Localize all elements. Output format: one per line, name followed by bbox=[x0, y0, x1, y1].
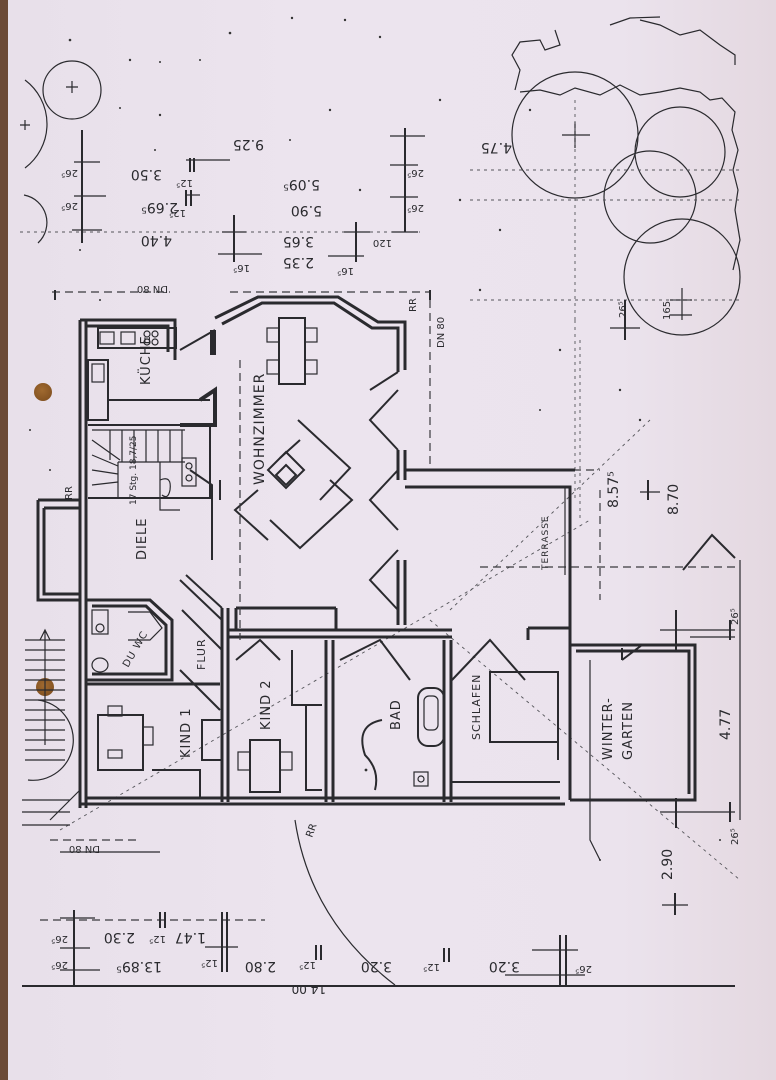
dim-12-5-b: 12⁵ bbox=[169, 207, 186, 218]
annotations: 17 Stg. 18,7/25 DN 80 DN 80 DN 80 RR RR … bbox=[64, 283, 447, 854]
bath-fixtures bbox=[339, 638, 445, 791]
stair-note: 17 Stg. 18,7/25 bbox=[129, 435, 139, 505]
dim-2-80: 2.80 bbox=[245, 958, 276, 974]
staircase bbox=[88, 424, 211, 511]
living-furniture bbox=[189, 317, 354, 640]
dim-5-095: 5.09⁵ bbox=[283, 176, 320, 192]
dim-2-30: 2.30 bbox=[104, 929, 135, 945]
dim-1-47: 1.47 bbox=[175, 929, 206, 945]
construction-lines bbox=[20, 100, 741, 881]
dn80-right: DN 80 bbox=[436, 317, 447, 348]
dim-120: 120 bbox=[373, 237, 392, 248]
dim-26-5-j: 26⁵ bbox=[575, 963, 592, 974]
room-labels: KÜCHE WOHNZIMMER DIELE DU WC FLUR KIND 1… bbox=[121, 335, 636, 760]
dim-26-5-g: 26⁵ bbox=[730, 828, 741, 845]
paper-sheet bbox=[8, 0, 776, 1080]
rr-left: RR bbox=[64, 486, 75, 500]
label-bad: BAD bbox=[389, 699, 404, 730]
walls bbox=[36, 295, 697, 808]
rr-top: RR bbox=[408, 298, 419, 312]
label-terrasse: TERRASSE bbox=[541, 515, 551, 571]
dim-16-5-a: 16⁵ bbox=[233, 262, 250, 273]
dim-2-695: 2.69⁵ bbox=[141, 199, 178, 215]
dim-12-5-f: 12⁵ bbox=[423, 961, 440, 972]
dim-5-90: 5.90 bbox=[291, 202, 322, 218]
dim-14-00: 14.00 bbox=[292, 982, 326, 996]
kids-furniture bbox=[97, 638, 322, 798]
label-wc: DU WC bbox=[121, 629, 151, 669]
dim-165: 165 bbox=[662, 301, 673, 320]
dim-12-5-c: 12⁵ bbox=[149, 933, 166, 944]
dim-2-90: 2.90 bbox=[660, 849, 676, 880]
dimension-lines-top bbox=[72, 128, 640, 340]
dim-26-5-b: 26⁵ bbox=[61, 200, 78, 211]
dim-3-20-a: 3.20 bbox=[361, 958, 392, 974]
label-diele: DIELE bbox=[135, 517, 150, 560]
dn80-top: DN 80 bbox=[137, 283, 168, 294]
dim-16-5-b: 16⁵ bbox=[337, 265, 354, 276]
label-wintergarten-2: GARTEN bbox=[621, 701, 636, 760]
label-kueche: KÜCHE bbox=[137, 335, 154, 385]
dim-2-35: 2.35 bbox=[283, 254, 314, 270]
binder-hole-top bbox=[34, 383, 52, 401]
dim-12-5-a: 12⁵ bbox=[176, 177, 193, 188]
label-schlafen: SCHLAFEN bbox=[470, 674, 483, 740]
label-wohnzimmer: WOHNZIMMER bbox=[252, 373, 268, 485]
dim-3-20-b: 3.20 bbox=[489, 958, 520, 974]
label-kind2: KIND 2 bbox=[259, 680, 274, 731]
scan-specks bbox=[29, 16, 721, 861]
dimension-lines-bottom bbox=[22, 910, 735, 987]
dim-4-77: 4.77 bbox=[718, 709, 734, 740]
dimension-texts-bottom: 14.00 13.89⁵ 2.80 3.20 3.20 1.47 2.30 26… bbox=[51, 929, 592, 996]
dim-26-5-i: 26⁵ bbox=[51, 959, 68, 970]
door-swing-arc bbox=[294, 819, 396, 986]
dimension-texts-right: 8.57⁵ 8.70 4.77 2.90 26⁵ 165 26⁵ 26⁵ bbox=[606, 301, 741, 880]
kitchen-fixtures bbox=[87, 327, 217, 427]
label-kind1: KIND 1 bbox=[179, 708, 194, 759]
dim-26-5-d: 26⁵ bbox=[407, 202, 424, 213]
wc-fixtures bbox=[91, 609, 163, 673]
dim-8-575: 8.57⁵ bbox=[606, 471, 622, 508]
dim-12-5-e: 12⁵ bbox=[299, 959, 316, 970]
entry-steps bbox=[22, 628, 81, 826]
dn80-bottom: DN 80 bbox=[69, 843, 100, 854]
dim-3-50: 3.50 bbox=[131, 166, 162, 182]
dim-26-5-h: 26⁵ bbox=[51, 933, 68, 944]
dimension-lines-right bbox=[640, 480, 741, 915]
dimension-texts-top: 9.25 3.50 2.69⁵ 5.09⁵ 5.90 4.40 3.65 2.3… bbox=[61, 136, 512, 276]
dim-26-5-e: 26⁵ bbox=[618, 301, 629, 318]
rr-bottom: RR bbox=[304, 822, 319, 839]
label-flur: FLUR bbox=[195, 638, 208, 670]
dim-4-75: 4.75 bbox=[481, 139, 512, 155]
bedroom-furniture bbox=[451, 671, 560, 783]
dim-3-65: 3.65 bbox=[283, 233, 314, 249]
dim-8-70: 8.70 bbox=[666, 484, 682, 515]
garden-trees bbox=[20, 16, 741, 336]
label-wintergarten-1: WINTER- bbox=[601, 697, 616, 760]
dim-26-5-c: 26⁵ bbox=[407, 167, 424, 178]
dim-26-5-f: 26⁵ bbox=[730, 608, 741, 625]
dim-26-5-a: 26⁵ bbox=[61, 167, 78, 178]
side-line bbox=[589, 660, 601, 861]
dim-9-25: 9.25 bbox=[233, 136, 264, 152]
dim-13-895: 13.89⁵ bbox=[116, 958, 162, 974]
dim-4-40: 4.40 bbox=[141, 232, 172, 248]
dim-12-5-d: 12⁵ bbox=[201, 957, 218, 968]
